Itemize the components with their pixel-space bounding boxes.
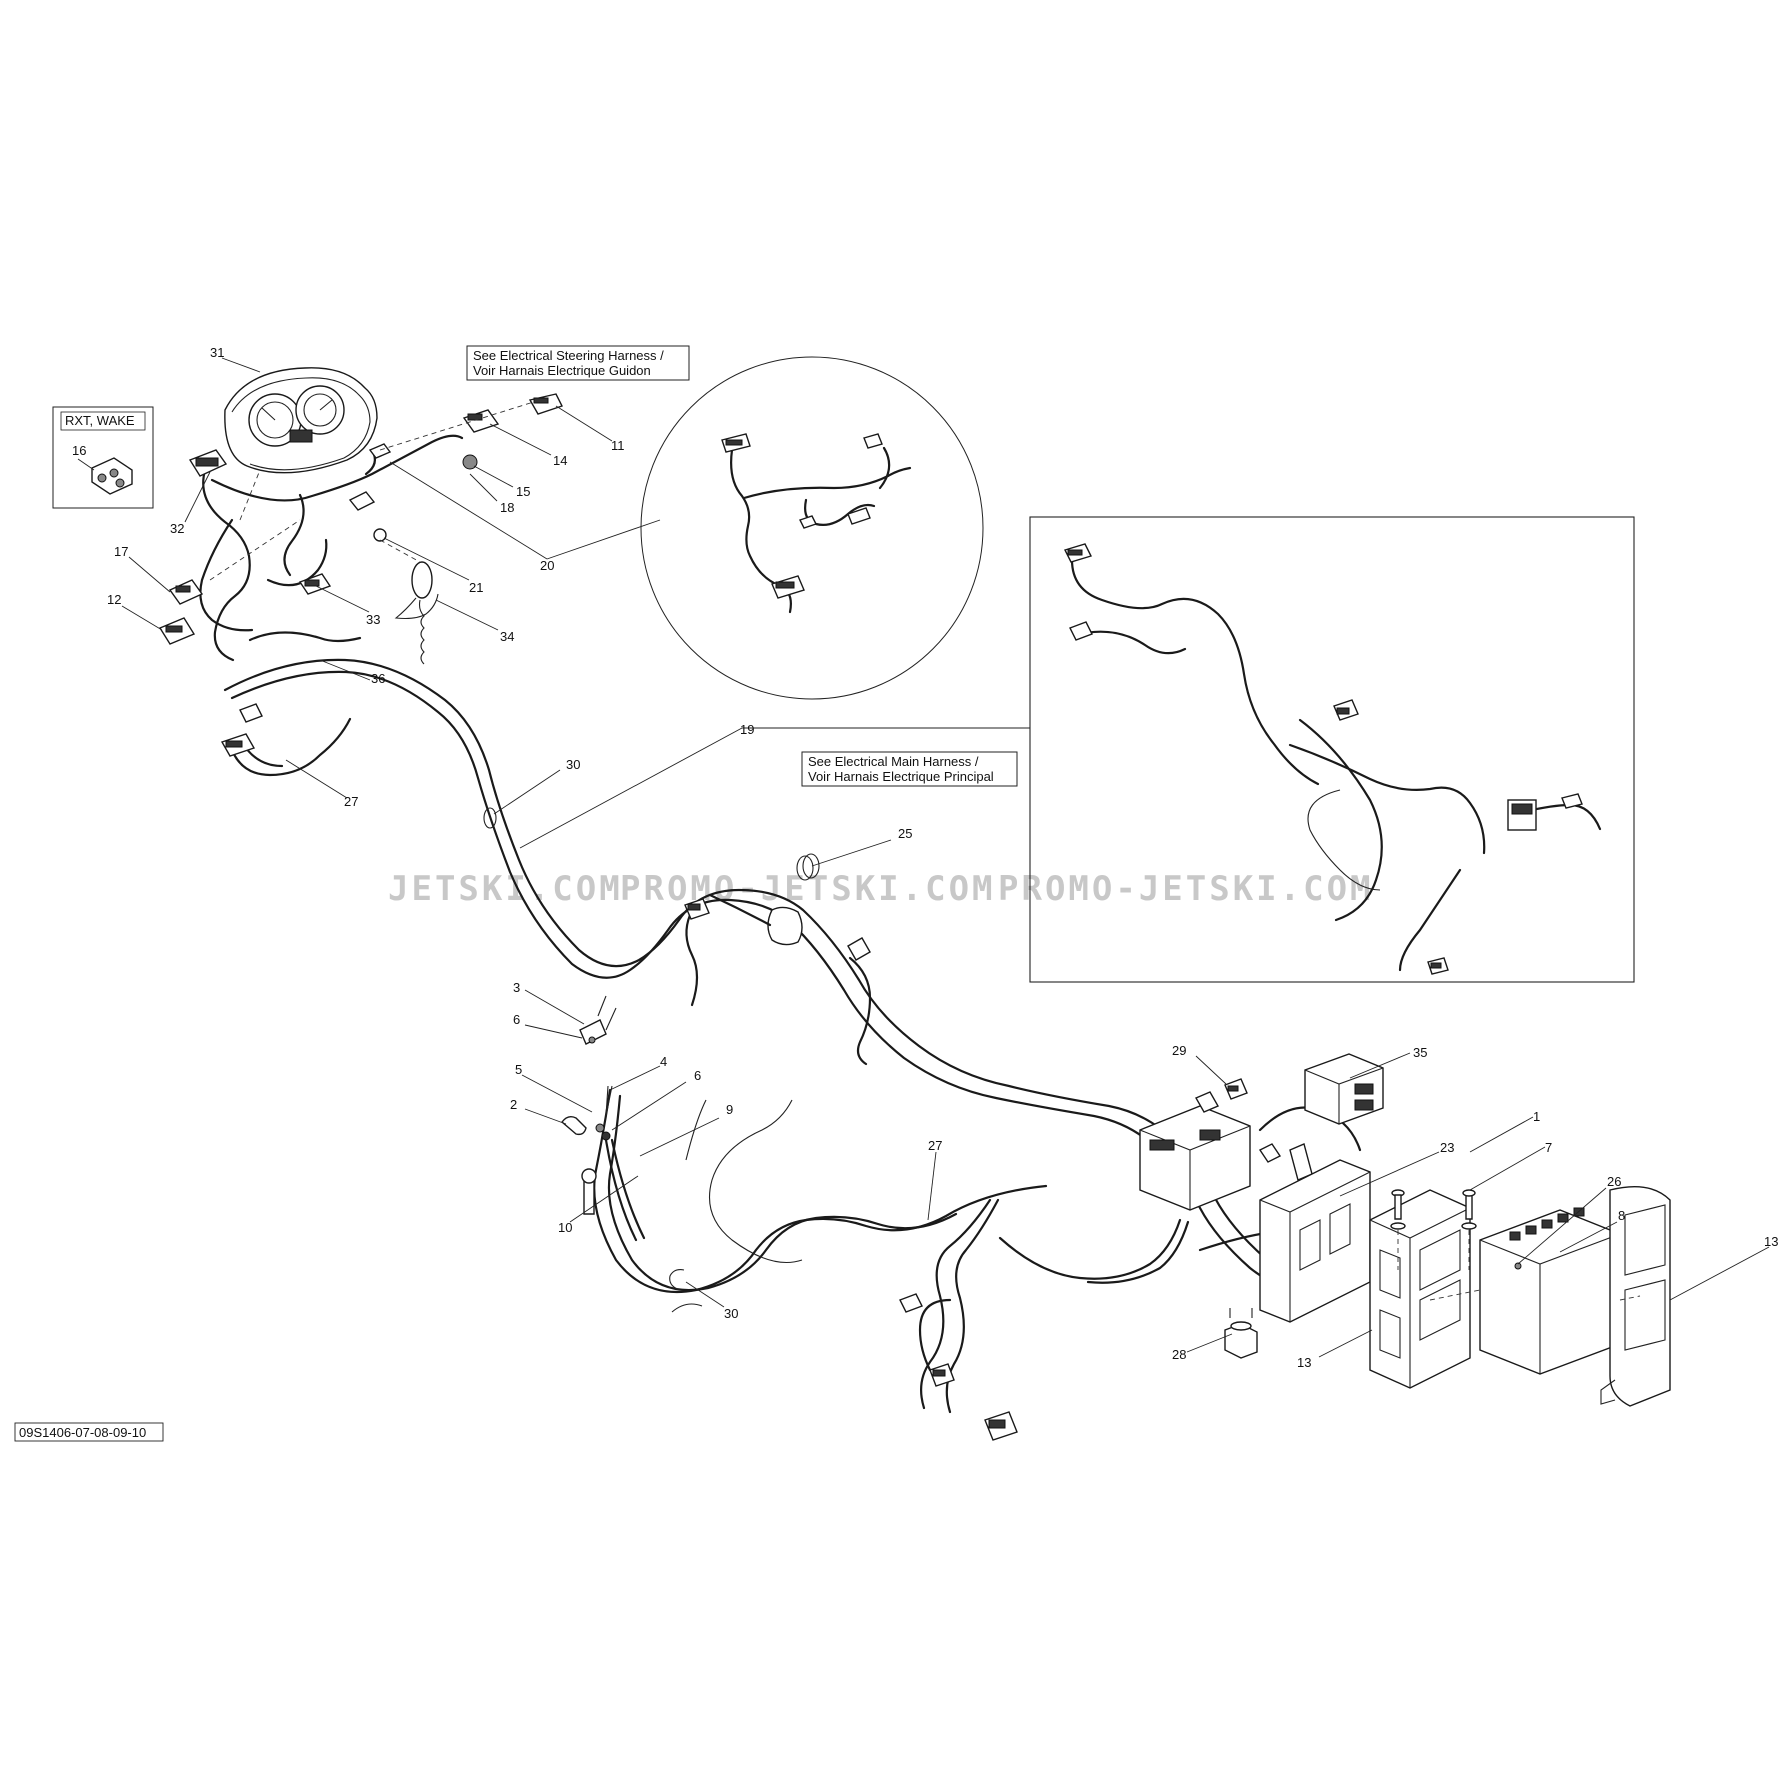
callout-6: 6 [513,1012,520,1027]
callout-35: 35 [1413,1045,1427,1060]
bracket-23-part [1259,1159,1371,1323]
variant-label: RXT, WAKE [65,413,135,428]
callout-27: 27 [344,794,358,809]
callout-34: 34 [500,629,514,644]
callout-13: 13 [1764,1234,1778,1249]
callout-21: 21 [469,580,483,595]
leader-lines [77,357,1770,1358]
callout-8: 8 [1618,1208,1625,1223]
callout-13: 13 [1297,1355,1311,1370]
callout-2: 2 [510,1097,517,1112]
callout-29: 29 [1172,1043,1186,1058]
callout-10: 10 [558,1220,572,1235]
gauge-cluster-part [224,367,378,474]
callout-19: 19 [740,722,754,737]
diagram-code-box: 09S1406-07-08-09-10 [14,1422,164,1442]
callout-28: 28 [1172,1347,1186,1362]
callout-16: 16 [72,443,86,458]
callout-5: 5 [515,1062,522,1077]
main-harness-inset [1029,516,1635,983]
steering-note-line1: See Electrical Steering Harness / [473,348,664,363]
watermark-text: PROMO-JETSKI.COM [620,869,996,909]
callout-27: 27 [928,1138,942,1153]
callout-23: 23 [1440,1140,1454,1155]
callout-32: 32 [170,521,184,536]
callout-25: 25 [898,826,912,841]
callout-18: 18 [500,500,514,515]
callout-7: 7 [1545,1140,1552,1155]
main-harness-group [220,658,1671,1441]
callout-36: 36 [371,671,385,686]
callout-11: 11 [611,438,625,453]
fuse-box-part [1139,1105,1251,1211]
callout-4: 4 [660,1054,667,1069]
battery-tray-front-part [1369,1189,1471,1389]
battery-tray-rear-part [1600,1185,1671,1407]
callout-15: 15 [516,484,530,499]
main-note-line1: See Electrical Main Harness / [808,754,979,769]
diagram-code: 09S1406-07-08-09-10 [19,1425,146,1440]
callout-33: 33 [366,612,380,627]
relay-module-part [1304,1053,1384,1125]
steering-harness-magnifier [640,356,984,700]
callout-30: 30 [566,757,580,772]
watermark-group: JETSKI.COM PROMO-JETSKI.COM PROMO-JETSKI… [388,869,1374,909]
callout-labels: 31 16 11 14 15 18 32 20 21 17 33 34 12 3… [72,345,1778,1370]
callout-1: 1 [1533,1109,1540,1124]
steering-harness-note: See Electrical Steering Harness / Voir H… [466,345,690,381]
solenoid-28-part [1224,1308,1258,1359]
variant-box: RXT, WAKE [52,406,154,509]
steering-note-line2: Voir Harnais Electrique Guidon [473,363,651,378]
safety-lanyard-part [394,561,439,665]
battery-part [1479,1207,1621,1375]
callout-17: 17 [114,544,128,559]
watermark-text: JETSKI.COM [388,869,623,909]
callout-14: 14 [553,453,567,468]
watermark-text: PROMO-JETSKI.COM [998,869,1374,909]
callout-9: 9 [726,1102,733,1117]
callout-31: 31 [210,345,224,360]
main-harness-note: See Electrical Main Harness / Voir Harna… [801,751,1018,787]
callout-3: 3 [513,980,520,995]
switch-16-part [91,457,133,495]
callout-20: 20 [540,558,554,573]
callout-30: 30 [724,1306,738,1321]
main-note-line2: Voir Harnais Electrique Principal [808,769,994,784]
callout-6: 6 [694,1068,701,1083]
steering-harness-group [158,393,563,665]
callout-26: 26 [1607,1174,1621,1189]
callout-12: 12 [107,592,121,607]
